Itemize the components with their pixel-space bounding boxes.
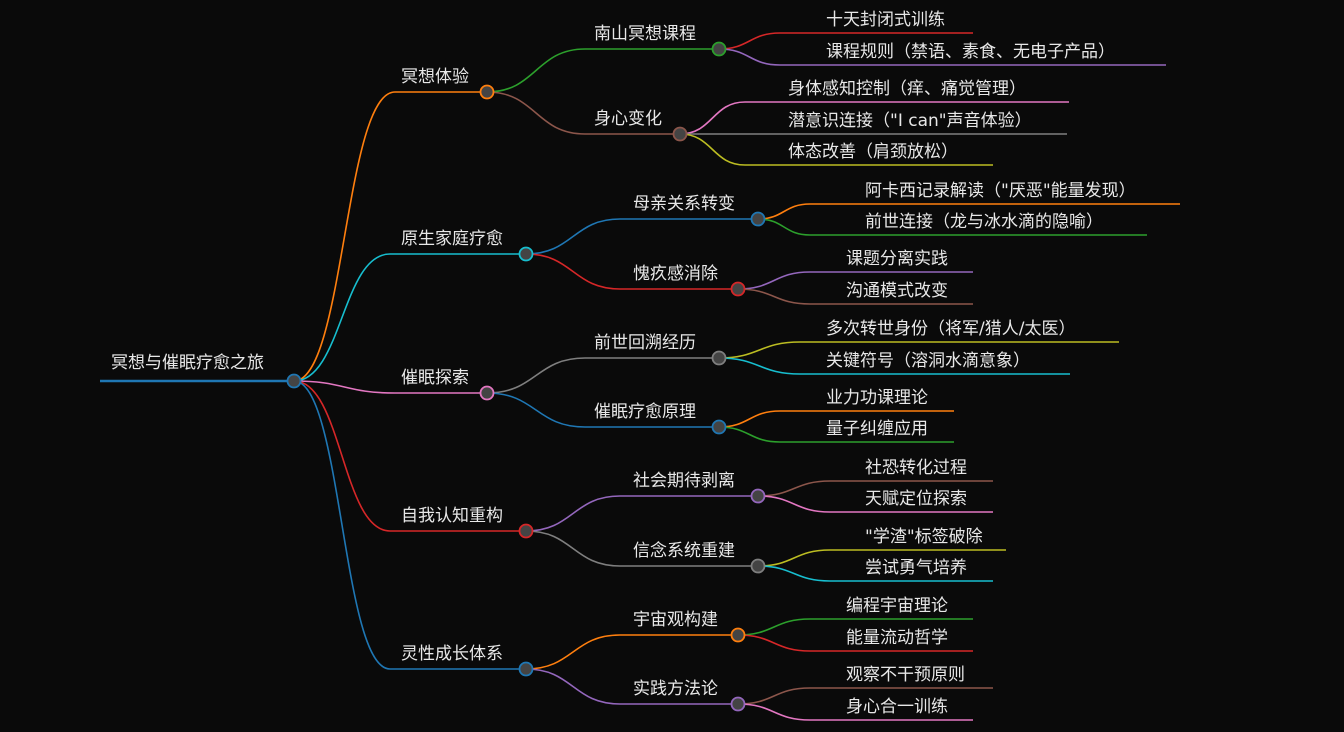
leaf-link <box>757 480 831 497</box>
leaf-link <box>737 618 811 636</box>
leaf-link <box>737 634 811 652</box>
branch-node-label[interactable]: 原生家庭疗愈 <box>401 229 503 249</box>
leaf-node-label[interactable]: 业力功课理论 <box>826 388 928 408</box>
leaf-link <box>757 549 831 567</box>
branch-collapse-toggle[interactable] <box>479 84 495 100</box>
subbranch-collapse-toggle[interactable] <box>730 696 746 712</box>
subbranch-node-label[interactable]: 社会期待剥离 <box>633 471 735 491</box>
branch-collapse-toggle[interactable] <box>518 523 534 539</box>
leaf-link <box>757 218 811 236</box>
leaf-node-label[interactable]: 尝试勇气培养 <box>865 558 967 578</box>
leaf-node-label[interactable]: 潜意识连接（"I can"声音体验） <box>788 111 1032 131</box>
subbranch-link <box>486 392 586 428</box>
subbranch-collapse-toggle[interactable] <box>711 419 727 435</box>
leaf-node-label[interactable]: 身心合一训练 <box>846 697 948 717</box>
subbranch-collapse-toggle[interactable] <box>711 41 727 57</box>
branch-link <box>293 253 391 382</box>
leaf-node-label[interactable]: 关键符号（溶洞水滴意象） <box>826 351 1030 371</box>
leaf-node-label[interactable]: 社恐转化过程 <box>865 458 967 478</box>
leaf-node-label[interactable]: 课程规则（禁语、素食、无电子产品） <box>826 42 1115 62</box>
leaf-link <box>718 32 781 50</box>
leaf-link <box>718 426 781 443</box>
leaf-node-label[interactable]: 阿卡西记录解读（"厌恶"能量发现） <box>865 181 1136 201</box>
leaf-link <box>718 410 781 428</box>
leaf-node-label[interactable]: 沟通模式改变 <box>846 281 948 301</box>
leaf-node-label[interactable]: 十天封闭式训练 <box>826 10 945 30</box>
subbranch-link <box>525 218 621 255</box>
leaf-node-label[interactable]: 体态改善（肩颈放松） <box>788 142 958 162</box>
subbranch-link <box>525 530 621 567</box>
branch-collapse-toggle[interactable] <box>518 661 534 677</box>
leaf-link <box>757 565 831 582</box>
subbranch-node-label[interactable]: 实践方法论 <box>633 679 718 699</box>
root-node-label[interactable]: 冥想与催眠疗愈之旅 <box>111 353 264 373</box>
leaf-link <box>718 357 801 375</box>
leaf-link <box>737 687 811 705</box>
mindmap-links <box>100 32 1180 721</box>
subbranch-collapse-toggle[interactable] <box>750 488 766 504</box>
mindmap-nodes: 冥想与催眠疗愈之旅 冥想体验 南山冥想课程 十天封闭式训练课程规则（禁语、素食、无电子… <box>111 10 1136 717</box>
subbranch-collapse-toggle[interactable] <box>711 350 727 366</box>
subbranch-link <box>525 253 621 290</box>
leaf-link <box>737 703 811 721</box>
subbranch-node-label[interactable]: 前世回溯经历 <box>594 333 696 353</box>
subbranch-link <box>486 48 586 93</box>
leaf-node-label[interactable]: 观察不干预原则 <box>846 665 965 685</box>
leaf-node-label[interactable]: 量子纠缠应用 <box>826 419 928 439</box>
leaf-node-label[interactable]: 身体感知控制（痒、痛觉管理） <box>788 79 1026 99</box>
subbranch-node-label[interactable]: 母亲关系转变 <box>633 194 735 214</box>
subbranch-collapse-toggle[interactable] <box>672 126 688 142</box>
leaf-node-label[interactable]: 天赋定位探索 <box>865 489 967 509</box>
leaf-link <box>718 48 781 66</box>
branch-node-label[interactable]: 灵性成长体系 <box>401 644 503 664</box>
branch-link <box>293 380 391 670</box>
leaf-node-label[interactable]: 编程宇宙理论 <box>846 596 948 616</box>
leaf-link <box>757 495 831 513</box>
subbranch-node-label[interactable]: 身心变化 <box>594 109 662 129</box>
subbranch-node-label[interactable]: 催眠疗愈原理 <box>594 402 696 422</box>
subbranch-link <box>525 668 621 705</box>
branch-link <box>293 91 396 382</box>
branch-node-label[interactable]: 催眠探索 <box>401 368 469 388</box>
subbranch-collapse-toggle[interactable] <box>750 211 766 227</box>
leaf-link <box>737 288 811 305</box>
leaf-node-label[interactable]: 能量流动哲学 <box>846 628 948 648</box>
subbranch-node-label[interactable]: 愧疚感消除 <box>633 264 718 284</box>
subbranch-node-label[interactable]: 宇宙观构建 <box>633 610 718 630</box>
branch-link <box>293 380 396 394</box>
subbranch-node-label[interactable]: 南山冥想课程 <box>594 24 696 44</box>
subbranch-link <box>486 91 586 135</box>
subbranch-collapse-toggle[interactable] <box>730 627 746 643</box>
branch-node-label[interactable]: 自我认知重构 <box>401 506 503 526</box>
leaf-node-label[interactable]: 课题分离实践 <box>846 249 948 269</box>
leaf-node-label[interactable]: 多次转世身份（将军/猎人/太医） <box>826 319 1075 339</box>
branch-collapse-toggle[interactable] <box>518 246 534 262</box>
leaf-link <box>718 341 801 359</box>
subbranch-link <box>525 495 621 532</box>
subbranch-link <box>486 357 586 394</box>
leaf-link <box>737 271 811 290</box>
leaf-link <box>757 203 811 220</box>
subbranch-link <box>525 634 621 670</box>
leaf-node-label[interactable]: "学渣"标签破除 <box>865 527 983 547</box>
root-collapse-toggle[interactable] <box>286 373 302 389</box>
leaf-node-label[interactable]: 前世连接（龙与冰水滴的隐喻） <box>865 212 1103 232</box>
leaf-link <box>679 133 746 166</box>
branch-node-label[interactable]: 冥想体验 <box>401 67 469 87</box>
subbranch-node-label[interactable]: 信念系统重建 <box>633 540 735 561</box>
leaf-link <box>679 101 746 135</box>
branch-link <box>293 380 391 532</box>
subbranch-collapse-toggle[interactable] <box>730 281 746 297</box>
subbranch-collapse-toggle[interactable] <box>750 558 766 574</box>
branch-collapse-toggle[interactable] <box>479 385 495 401</box>
